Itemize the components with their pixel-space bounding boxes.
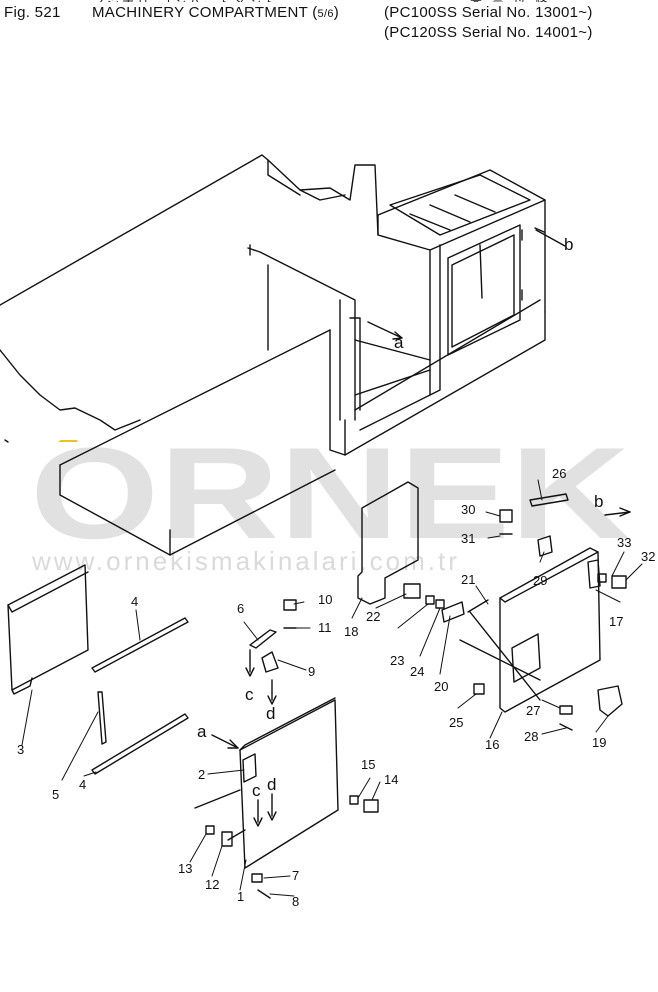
callout-4-lower: 4 — [79, 777, 87, 792]
small-parts-left — [205, 599, 379, 899]
small-parts-right — [403, 493, 627, 731]
callout-32: 32 — [641, 549, 656, 564]
callout-11: 11 — [318, 620, 332, 635]
ref-letter-b-frame: b — [564, 235, 574, 254]
watermark-url: www.ornekismakinalari.com.tr — [32, 546, 460, 576]
callout-24: 24 — [410, 664, 425, 679]
ref-letter-c-upper: c — [245, 685, 254, 704]
callout-30: 30 — [461, 502, 476, 517]
callout-17: 17 — [609, 614, 624, 629]
callout-18: 18 — [344, 624, 359, 639]
figure-number: Fig. 521 — [4, 4, 61, 21]
callout-15: 15 — [361, 757, 376, 772]
reference-arrows — [211, 227, 631, 827]
callout-13: 13 — [178, 861, 193, 876]
callout-4-upper: 4 — [131, 594, 139, 609]
callout-19: 19 — [592, 735, 607, 750]
callout-1: 1 — [237, 889, 245, 904]
callout-25: 25 — [449, 715, 464, 730]
callout-33: 33 — [617, 535, 632, 550]
part-1-door — [194, 697, 339, 869]
figure-title: MACHINERY COMPARTMENT (5/6) — [92, 4, 339, 21]
part-3-mesh-panel — [7, 564, 89, 695]
part-5-strip — [97, 691, 107, 745]
ref-letter-a-door: a — [197, 722, 207, 741]
callout-26: 26 — [552, 466, 567, 481]
callout-29: 29 — [533, 573, 548, 588]
callout-22: 22 — [366, 609, 381, 624]
ref-letter-d-upper: d — [266, 704, 276, 723]
callout-7: 7 — [292, 868, 300, 883]
callout-8: 8 — [292, 894, 300, 909]
callout-16: 16 — [485, 737, 500, 752]
callout-28: 28 — [524, 729, 539, 744]
callout-6: 6 — [237, 601, 245, 616]
ref-letter-d-lower: d — [267, 775, 277, 794]
callout-2: 2 — [198, 767, 206, 782]
leader-lines — [21, 479, 643, 897]
japanese-title-fragment: マシナリ コンパートメント — [92, 0, 342, 2]
figure-title-main: MACHINERY COMPARTMENT ( — [92, 4, 318, 21]
figure-title-close: ) — [333, 4, 340, 21]
callout-23: 23 — [390, 653, 405, 668]
ref-letter-a-frame: a — [394, 333, 404, 352]
part-2-hinge — [242, 753, 257, 783]
callout-9: 9 — [308, 664, 316, 679]
callout-12: 12 — [205, 877, 220, 892]
ref-letter-c-lower: c — [252, 781, 261, 800]
callout-10: 10 — [318, 592, 333, 607]
figure-title-fraction: 5/6 — [317, 8, 334, 20]
callout-20: 20 — [434, 679, 449, 694]
callout-3: 3 — [17, 742, 25, 757]
part-16-door — [459, 547, 601, 713]
serial-range-pc120ss: (PC120SS Serial No. 14001~) — [384, 24, 593, 41]
callout-5: 5 — [52, 787, 60, 802]
callout-21: 21 — [461, 572, 476, 587]
callout-14: 14 — [384, 772, 399, 787]
serial-range-pc100ss: (PC100SS Serial No. 13001~) — [384, 4, 593, 21]
part-18-mesh-plate — [357, 481, 419, 605]
part-4-strips — [91, 617, 189, 775]
callout-31: 31 — [461, 531, 476, 546]
ref-letter-b-door: b — [594, 492, 604, 511]
machine-frame — [0, 154, 546, 556]
japanese-serial-fragment: 番 号 以 降 — [470, 0, 590, 2]
callout-27: 27 — [526, 703, 541, 718]
